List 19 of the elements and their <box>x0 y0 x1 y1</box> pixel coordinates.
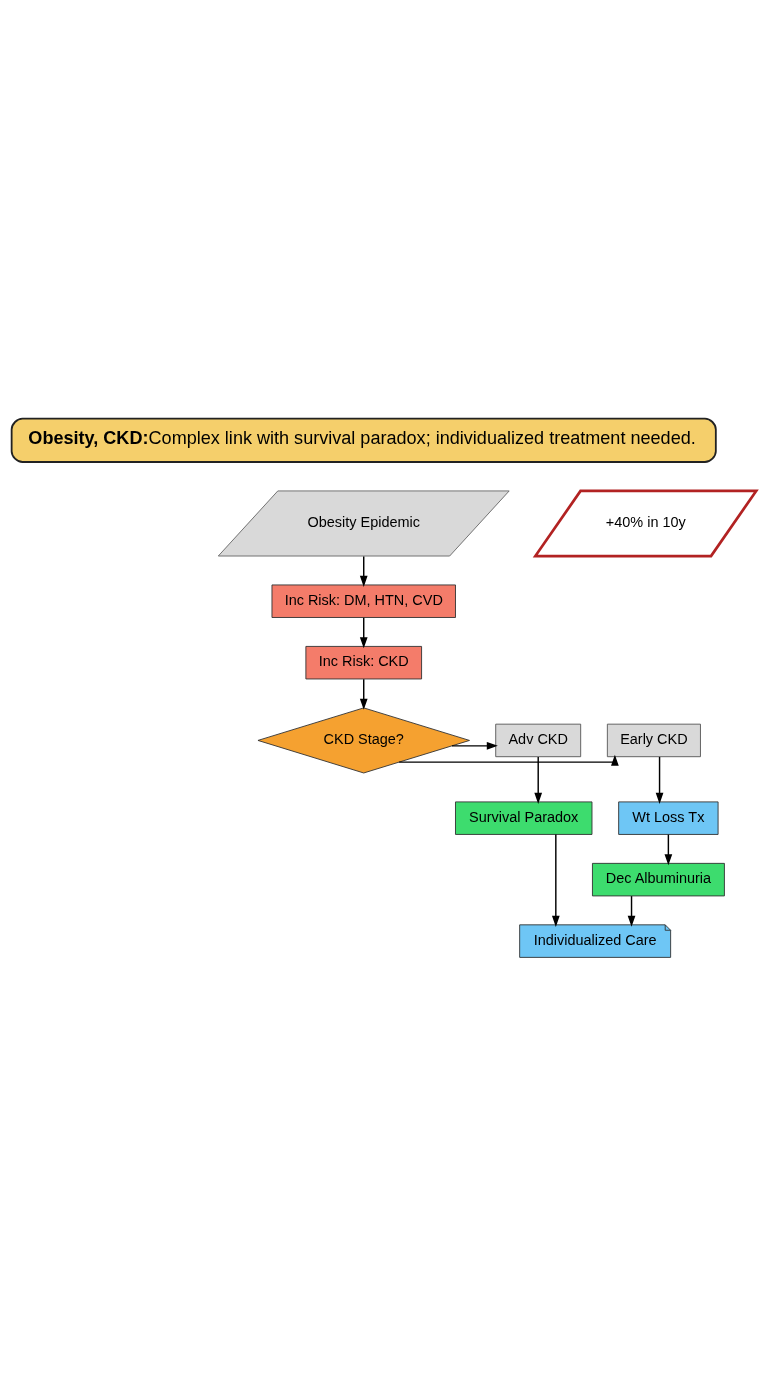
node-box: Inc Risk: CKD <box>305 645 423 680</box>
arrow <box>451 742 498 750</box>
node-box: Survival Paradox <box>455 801 593 835</box>
arrow <box>398 754 619 766</box>
arrow <box>627 895 636 927</box>
node-box: Obesity, CKD:Complex link with survival paradox; individualized treatment needed. <box>10 417 717 463</box>
node-box: Inc Risk: DM, HTN, CVD <box>271 584 456 618</box>
node-box: Adv CKD <box>495 723 582 758</box>
node-box: Dec Albuminuria <box>592 862 725 897</box>
node-box: Early CKD <box>606 723 701 758</box>
arrow <box>655 756 664 804</box>
node-box: Wt Loss Tx <box>618 801 719 835</box>
arrow <box>551 833 560 927</box>
arrow <box>359 616 368 649</box>
arrow <box>359 678 368 710</box>
arrow <box>664 833 673 866</box>
arrow <box>534 756 543 804</box>
node-diamond: CKD Stage? <box>257 707 470 774</box>
arrow <box>359 555 368 587</box>
